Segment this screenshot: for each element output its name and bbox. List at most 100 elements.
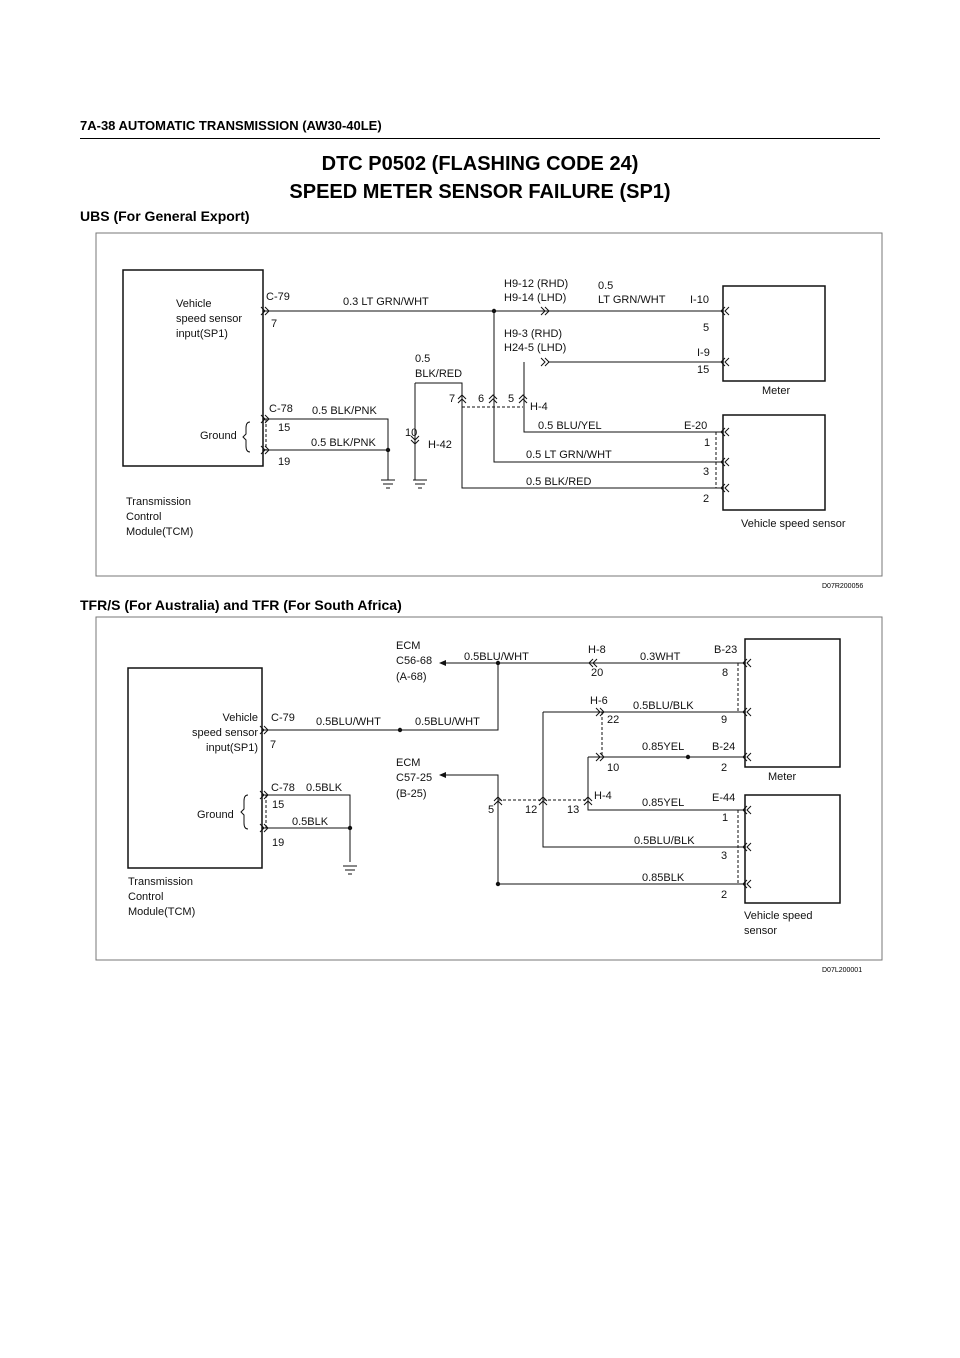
connector-icon xyxy=(595,752,605,762)
ecm-label: (B-25) xyxy=(396,788,427,800)
pin-label: 2 xyxy=(703,493,709,505)
tcm-label: Module(TCM) xyxy=(128,906,195,918)
splice-dot xyxy=(685,754,691,760)
connector-icon xyxy=(742,658,752,668)
connector-label: H-4 xyxy=(594,790,612,802)
pin-label: 5 xyxy=(703,322,709,334)
meter-label: Meter xyxy=(762,385,790,397)
wire-label: 0.5BLU/BLK xyxy=(633,700,694,712)
pin-label: 20 xyxy=(591,667,603,679)
wire-label: 0.5BLU/BLK xyxy=(634,835,695,847)
connector-label: I-10 xyxy=(690,294,709,306)
tcm-label: Module(TCM) xyxy=(126,526,193,538)
connector-icon xyxy=(742,842,752,852)
connector-icon xyxy=(720,427,730,437)
pin-label: 10 xyxy=(405,427,417,439)
meter-label: Meter xyxy=(768,771,796,783)
pin-label: 3 xyxy=(703,466,709,478)
ground-icon xyxy=(343,865,357,875)
wire-label: 0.5 xyxy=(415,353,430,365)
ecm-label: (A-68) xyxy=(396,671,427,683)
wire-label: 0.5 BLU/YEL xyxy=(538,420,602,432)
connector-icon xyxy=(260,414,270,424)
connector-label: C-78 xyxy=(271,782,295,794)
tfr-diagram: ECM C56-68 (A-68) 0.5BLU/WHT H-8 20 0.3W… xyxy=(95,616,883,961)
connector-icon xyxy=(742,707,752,717)
tfr-frame xyxy=(95,616,883,961)
ubs-frame xyxy=(95,232,883,577)
pin-label: 12 xyxy=(525,804,537,816)
tcm-input-label: input(SP1) xyxy=(176,328,228,340)
ground-brace xyxy=(240,794,249,830)
wire-label: 0.85YEL xyxy=(642,741,684,753)
ubs-figure-caption: D07R200056 xyxy=(822,583,864,590)
connector-icon xyxy=(742,805,752,815)
tcm-input-label: Vehicle xyxy=(223,712,258,724)
pin-label: 5 xyxy=(488,804,494,816)
splice-dot xyxy=(347,825,353,831)
tcm-label: Control xyxy=(128,891,163,903)
connector-icon xyxy=(259,725,269,735)
pin-label: 8 xyxy=(722,667,728,679)
connector-label: H9-3 (RHD) xyxy=(504,328,562,340)
connector-label: C-78 xyxy=(269,403,293,415)
pin-label: 9 xyxy=(721,714,727,726)
connector-icon xyxy=(583,796,593,806)
connector-icon xyxy=(260,445,270,455)
ubs-connector-icons xyxy=(260,306,730,493)
tcm-input-label: speed sensor xyxy=(192,727,258,739)
pin-label: 3 xyxy=(721,850,727,862)
meter-box xyxy=(744,638,841,768)
wire-label: 0.5BLU/WHT xyxy=(316,716,381,728)
tcm-box xyxy=(127,667,263,869)
vss-box xyxy=(722,414,826,511)
pin-label: 15 xyxy=(272,799,284,811)
pin-label: 7 xyxy=(271,318,277,330)
pin-label: 5 xyxy=(508,393,514,405)
connector-icon xyxy=(259,790,269,800)
ubs-shield-lines xyxy=(265,406,717,488)
ecm-label: ECM xyxy=(396,757,420,769)
wire-label: 0.5 LT GRN/WHT xyxy=(526,449,612,461)
connector-icon xyxy=(457,394,467,404)
connector-label: H24-5 (LHD) xyxy=(504,342,566,354)
connector-icon xyxy=(493,796,503,806)
tcm-input-label: input(SP1) xyxy=(206,742,258,754)
wire-label: 0.3 LT GRN/WHT xyxy=(343,296,429,308)
wire-label: 0.5BLU/WHT xyxy=(415,716,480,728)
vss-label: sensor xyxy=(744,925,777,937)
connector-label: C-79 xyxy=(271,712,295,724)
splice-dot xyxy=(491,308,497,314)
pin-label: 2 xyxy=(721,889,727,901)
tcm-label: Transmission xyxy=(126,496,191,508)
connector-icon xyxy=(742,752,752,762)
ecm-label: ECM xyxy=(396,640,420,652)
pin-label: 15 xyxy=(278,422,290,434)
connector-icon xyxy=(538,796,548,806)
connector-icon xyxy=(410,435,420,445)
pin-label: 7 xyxy=(270,739,276,751)
pin-label: 7 xyxy=(449,393,455,405)
connector-icon xyxy=(595,707,605,717)
connector-icon xyxy=(540,306,550,316)
ecm-label: C56-68 xyxy=(396,655,432,667)
wire-label: 0.85YEL xyxy=(642,797,684,809)
pin-label: 10 xyxy=(607,762,619,774)
connector-label: C-79 xyxy=(266,291,290,303)
wire-label: LT GRN/WHT xyxy=(598,294,666,306)
wire-label: 0.85BLK xyxy=(642,872,685,884)
connector-icon xyxy=(742,879,752,889)
ubs-diagram: Vehicle speed sensor input(SP1) C-79 7 0… xyxy=(95,232,883,577)
pin-label: 15 xyxy=(697,364,709,376)
splice-dot xyxy=(495,881,501,887)
wire-label: 0.5BLU/WHT xyxy=(464,651,529,663)
splice-dot xyxy=(397,727,403,733)
page-title: DTC P0502 (FLASHING CODE 24) xyxy=(321,153,639,175)
wire-label: 0.5 BLK/RED xyxy=(526,476,591,488)
vss-label: Vehicle speed xyxy=(744,910,813,922)
splice-dot xyxy=(495,660,501,666)
ground-brace xyxy=(242,421,251,453)
ground-icon xyxy=(381,479,427,489)
ecm-label: C57-25 xyxy=(396,772,432,784)
